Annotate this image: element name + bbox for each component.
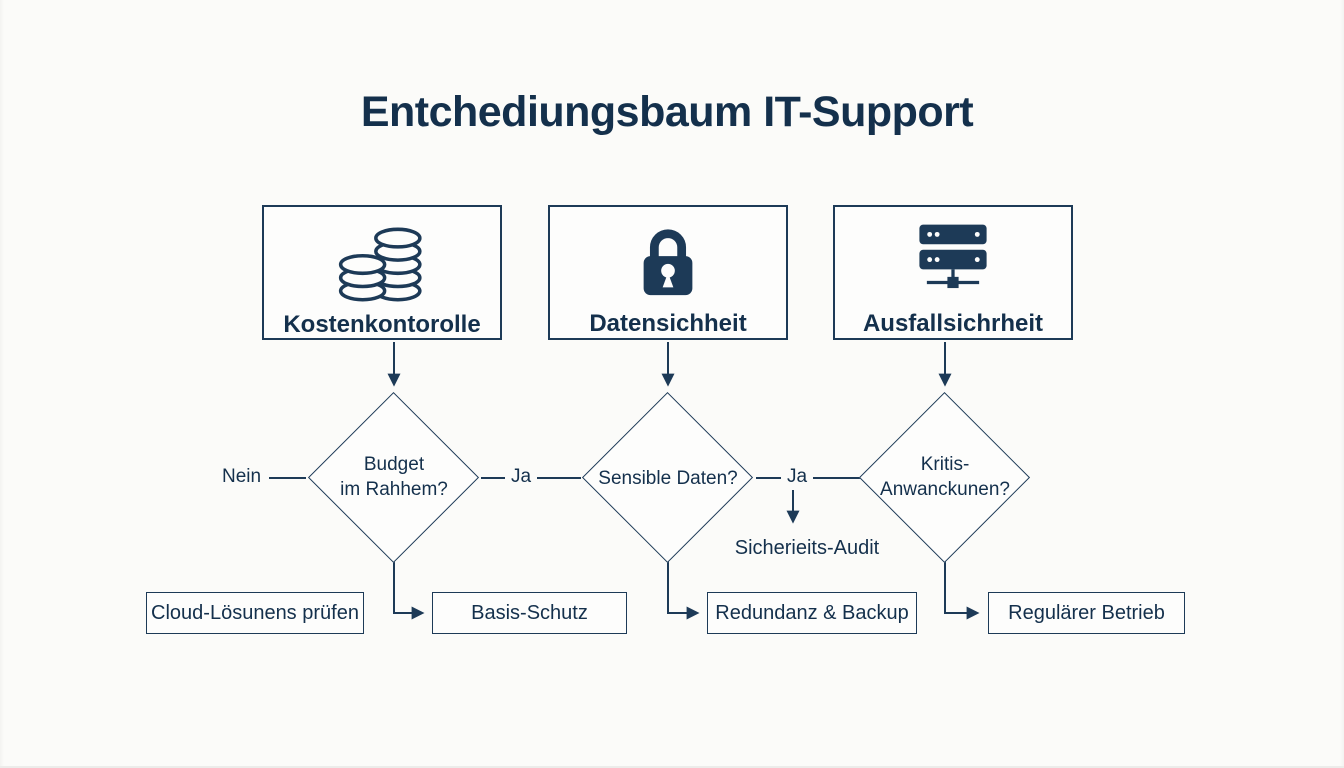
decision-line: im Rahhem? bbox=[340, 479, 448, 501]
server-icon bbox=[905, 217, 1001, 304]
outcome-box-cloud-loesungen: Cloud-Lösunens prüfen bbox=[146, 592, 364, 634]
annotation-sicherheits-audit: Sicherieits-Audit bbox=[734, 537, 880, 559]
edge-label-nein: Nein bbox=[222, 466, 262, 487]
page-title: Entchediungsbaum IT-Support bbox=[360, 88, 974, 136]
lock-icon bbox=[629, 217, 707, 304]
outcome-box-redundanz-backup: Redundanz & Backup bbox=[707, 592, 917, 634]
edge-label-ja-1: Ja bbox=[505, 466, 538, 488]
criteria-box-datensicherheit: Datensichheit bbox=[548, 205, 788, 340]
decision-text-kritische-anwendungen: Kritis- Anwanckunen? bbox=[857, 452, 1033, 502]
outcome-box-regulaerer-betrieb: Regulärer Betrieb bbox=[988, 592, 1185, 634]
decision-text-budget: Budget im Rahhem? bbox=[306, 452, 482, 502]
criteria-label: Datensichheit bbox=[589, 310, 747, 337]
outcome-box-basis-schutz: Basis-Schutz bbox=[432, 592, 627, 634]
coins-icon bbox=[326, 217, 438, 305]
decision-line: Anwanckunen? bbox=[880, 479, 1010, 501]
criteria-label: Kostenkontorolle bbox=[283, 311, 481, 338]
criteria-label: Ausfallsichrheit bbox=[862, 310, 1044, 337]
criteria-box-ausfallsicherheit: Ausfallsichrheit bbox=[833, 205, 1073, 340]
decision-text-sensible-daten: Sensible Daten? bbox=[580, 466, 756, 491]
decision-line: Sensible Daten? bbox=[598, 468, 738, 489]
decision-line: Budget bbox=[363, 454, 425, 475]
decision-line: Kritis- bbox=[920, 454, 970, 475]
criteria-box-kostenkontorolle: Kostenkontorolle bbox=[262, 205, 502, 340]
edge-label-ja-2: Ja bbox=[781, 466, 814, 488]
